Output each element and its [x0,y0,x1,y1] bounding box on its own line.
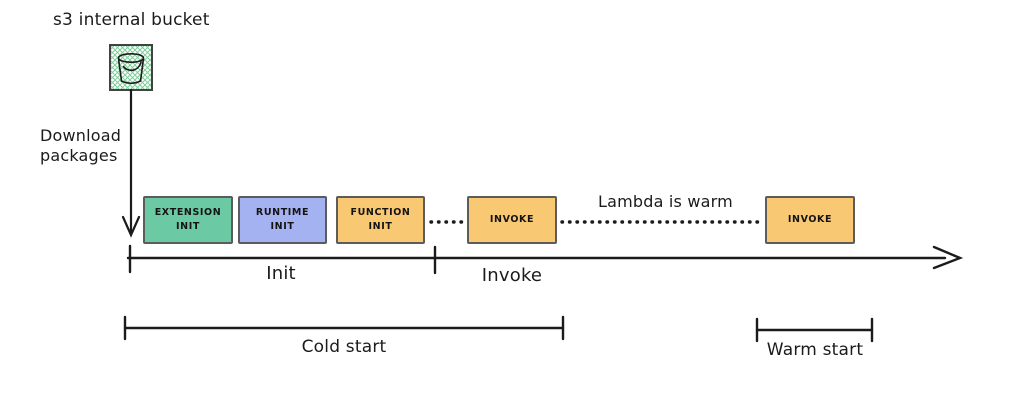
cold-start-label: Cold start [301,337,387,357]
lambda-warm-note: Lambda is warm [598,192,733,211]
timeline-box-invoke-2: INVOKE [765,196,855,244]
timeline-box-function-init: FUNCTION INIT [336,196,425,244]
warm-start-bracket [755,317,874,343]
phase-label-init: Init [266,263,296,284]
s3-bucket-label: s3 internal bucket [53,10,210,30]
s3-bucket-icon [109,44,153,91]
warm-start-label: Warm start [766,340,864,360]
timeline-box-label: INVOKE [787,213,833,225]
timeline-box-label: EXTENSION INIT [154,206,222,232]
timeline-box-runtime-init: RUNTIME INIT [238,196,327,244]
timeline-axis [126,244,964,275]
download-packages-label: Download packages [40,126,122,165]
timeline-box-label: FUNCTION INIT [350,206,411,232]
timeline-box-label: RUNTIME INIT [255,206,310,232]
phase-label-invoke: Invoke [481,265,543,286]
timeline-box-label: INVOKE [489,213,535,225]
timeline-box-invoke-1: INVOKE [467,196,557,244]
timeline-box-extension-init: EXTENSION INIT [143,196,233,244]
cold-start-bracket [123,315,565,341]
download-arrow [121,88,141,238]
